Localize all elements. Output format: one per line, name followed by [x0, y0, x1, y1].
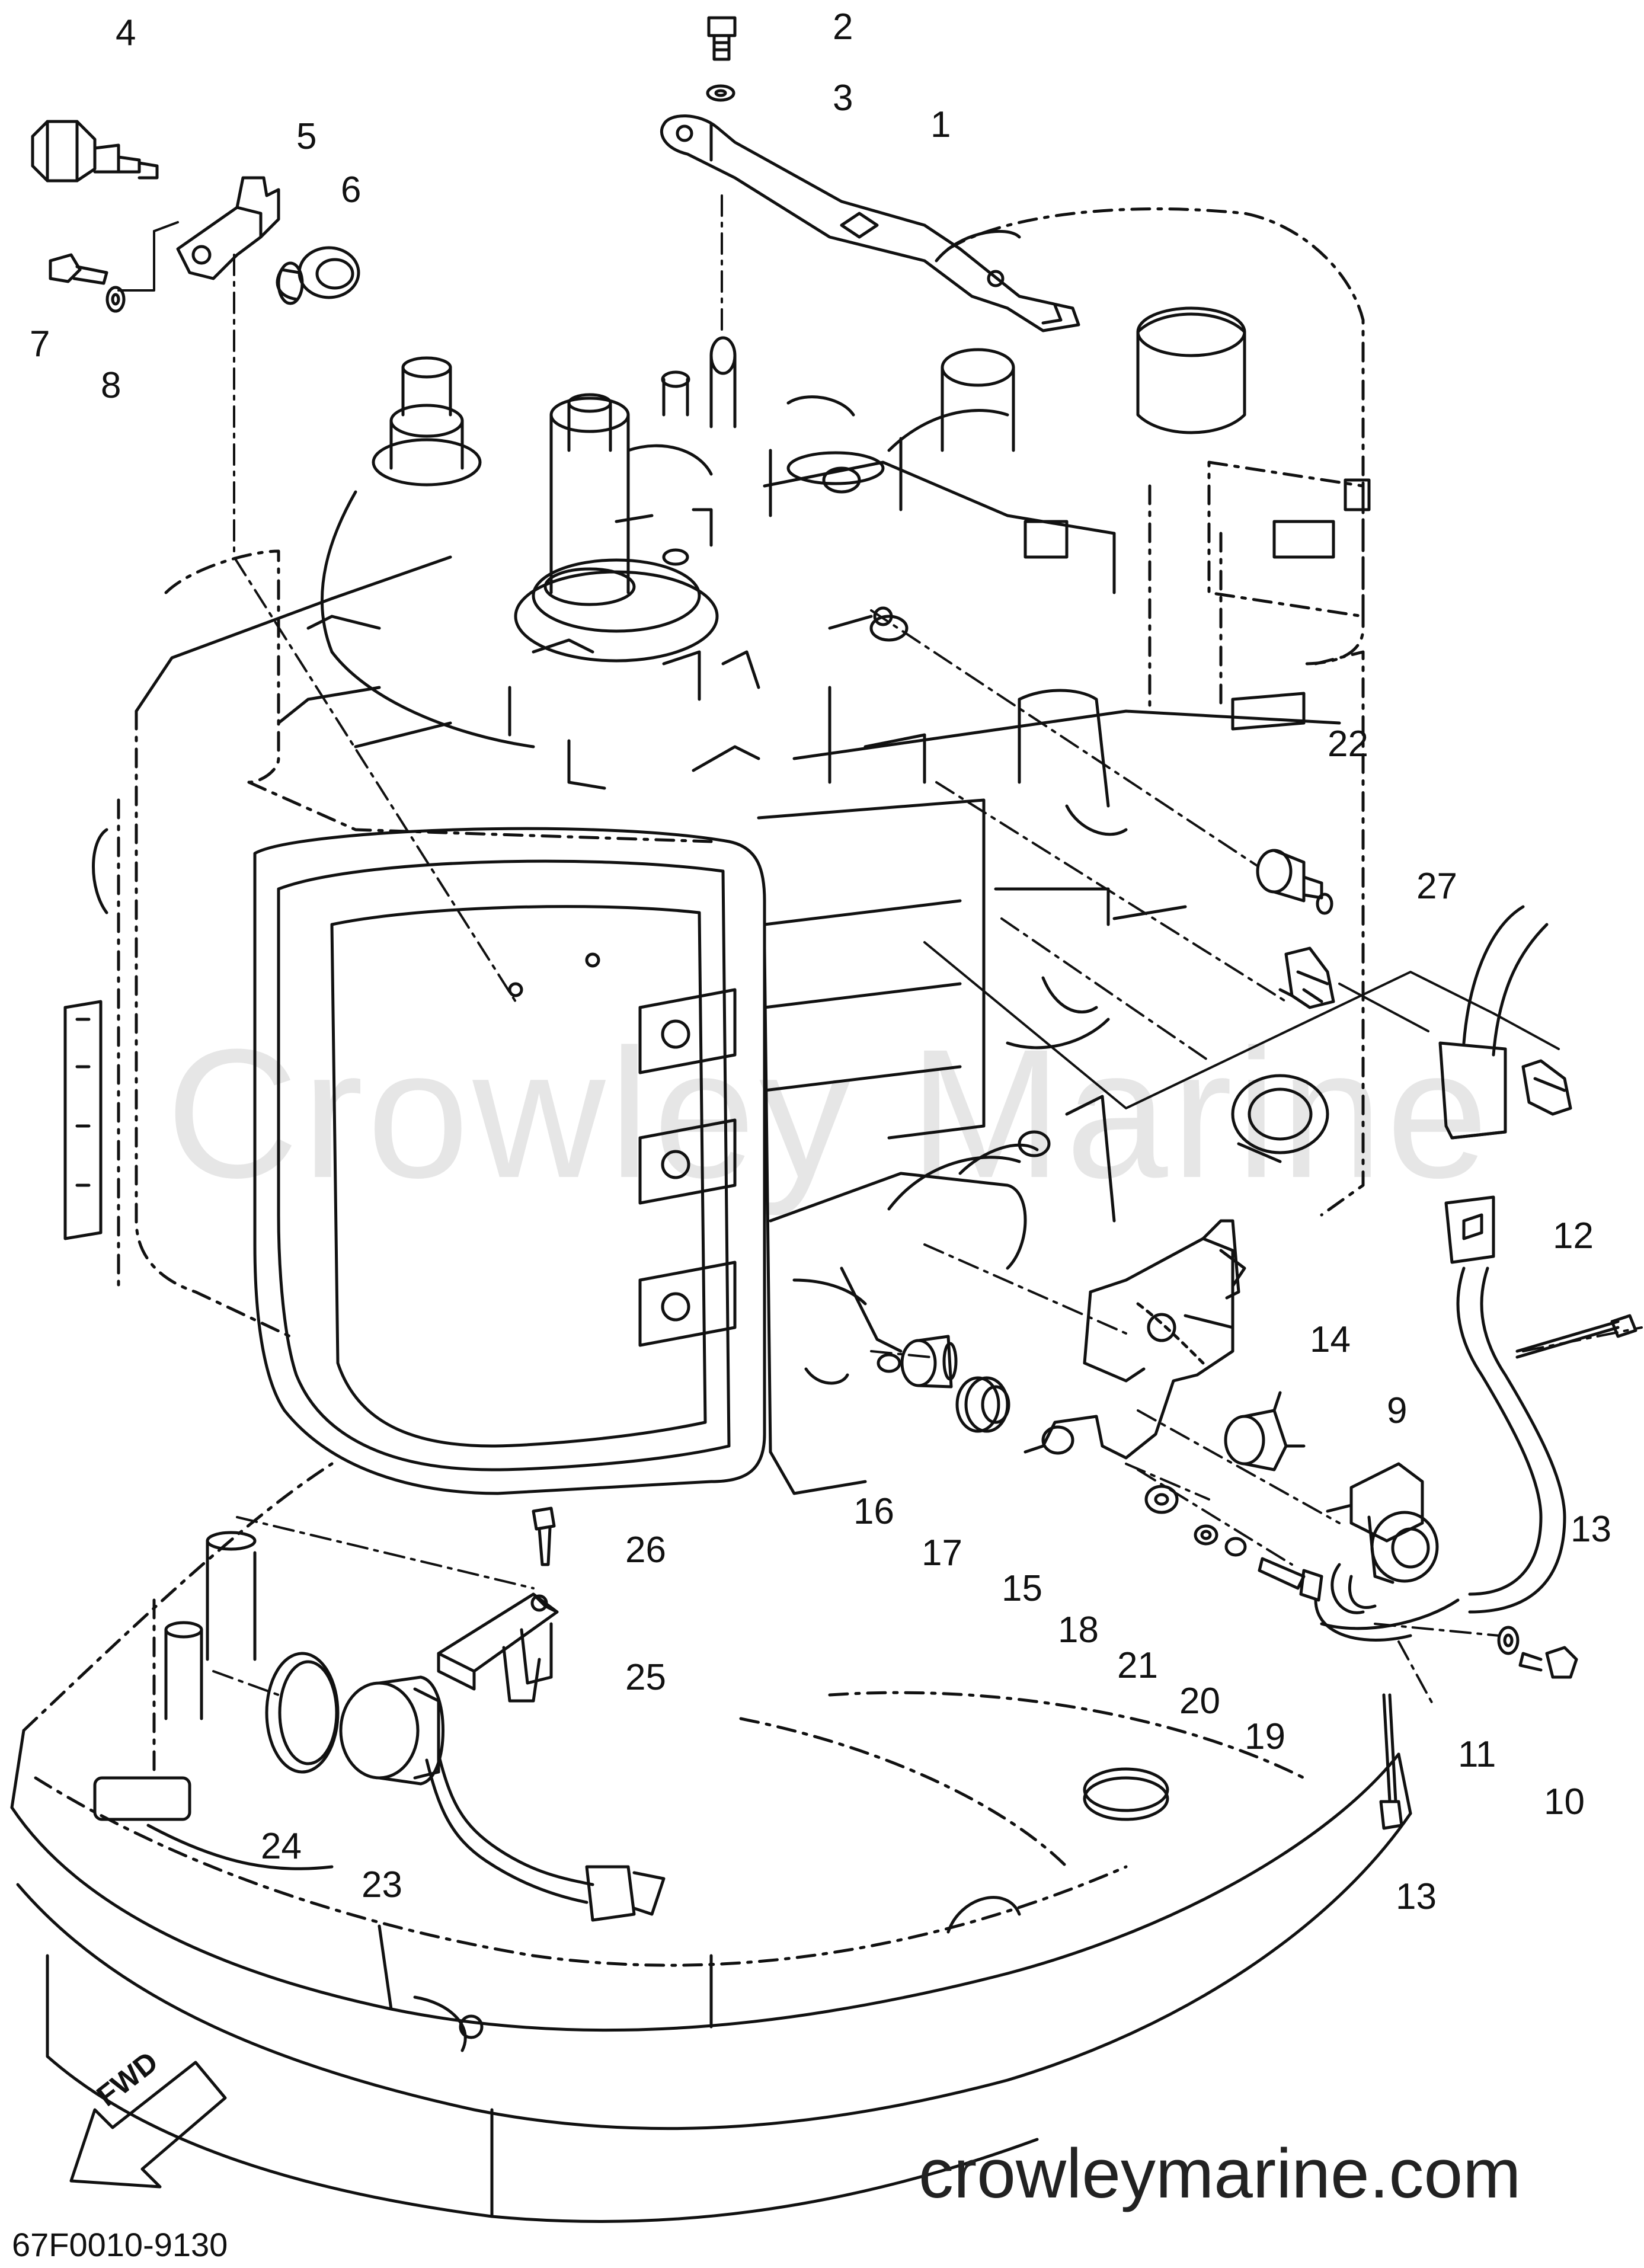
callout-25: 25: [625, 1657, 666, 1698]
part-26-bolt: [532, 1506, 556, 1566]
callout-16: 16: [853, 1491, 894, 1532]
assembly-lines: [212, 194, 1643, 1708]
callout-3: 3: [833, 78, 853, 119]
callout-15: 15: [1002, 1568, 1042, 1609]
callout-11: 11: [1458, 1734, 1496, 1775]
callout-9: 9: [1387, 1390, 1408, 1431]
callout-22: 22: [1328, 724, 1368, 764]
callout-24: 24: [261, 1826, 302, 1867]
part-13-cable-tie-lower: [1379, 1693, 1403, 1830]
part-10-bolt: [1518, 1646, 1578, 1679]
part-18-washer: [1144, 1485, 1179, 1514]
fwd-arrow-icon: [69, 2061, 227, 2189]
part-3-washer: [706, 84, 735, 102]
part-5-clamp: [176, 176, 280, 280]
callout-4: 4: [116, 12, 136, 53]
callout-18: 18: [1058, 1610, 1099, 1650]
part-14-clip: [1224, 1391, 1306, 1472]
part-19-bolt: [1258, 1557, 1323, 1602]
callout-8: 8: [101, 365, 121, 406]
callout-21: 21: [1117, 1645, 1158, 1686]
part-2-bolt: [707, 16, 737, 61]
part-15-bracket: [1023, 1219, 1246, 1460]
part-23-switch: [339, 1675, 666, 1922]
engine-power-head: [63, 207, 1371, 1495]
wiring-harness: [1438, 905, 1566, 1614]
part-9-sensor: [1314, 1462, 1460, 1642]
bracket-leaders: [117, 221, 1560, 1109]
drawing-code: 67F0010-9130: [12, 2226, 228, 2263]
callout-13-upper: 13: [1571, 1509, 1611, 1550]
callout-13-lower: 13: [1396, 1876, 1437, 1917]
callout-5: 5: [296, 116, 317, 157]
part-8-washer: [105, 286, 126, 313]
callout-19: 19: [1245, 1716, 1285, 1757]
part-16-collar: [900, 1335, 958, 1389]
part-12-clip: [1521, 1059, 1572, 1116]
part-27-clip: [1278, 946, 1335, 1009]
part-24-o-ring: [265, 1652, 340, 1774]
part-20-washer: [1224, 1537, 1247, 1557]
part-22-sensor: [1256, 849, 1333, 915]
callout-7: 7: [30, 324, 50, 364]
callout-27: 27: [1416, 866, 1457, 907]
part-13-cable-tie-upper: [1515, 1314, 1637, 1359]
callout-10: 10: [1544, 1781, 1585, 1822]
callout-26: 26: [625, 1530, 666, 1570]
callout-12: 12: [1553, 1215, 1594, 1256]
part-6-grommet: [276, 246, 360, 305]
part-25-clamp: [437, 1592, 559, 1703]
bottom-cowling: [10, 1462, 1412, 2224]
part-1-bracket-plate: [660, 114, 1080, 332]
callout-6: 6: [341, 169, 362, 210]
part-11-washer: [1497, 1626, 1520, 1655]
part-4-sensor: [31, 120, 159, 183]
callout-23: 23: [362, 1864, 402, 1905]
site-url: crowleymarine.com: [919, 2135, 1521, 2213]
callout-20: 20: [1179, 1681, 1220, 1722]
part-21-washer: [1194, 1524, 1218, 1546]
callout-14: 14: [1310, 1319, 1351, 1360]
watermark-text: Crowley Marine: [166, 1010, 1492, 1216]
part-7-bolt: [49, 253, 108, 285]
callout-17: 17: [922, 1533, 962, 1573]
callout-1: 1: [930, 104, 951, 145]
callout-2: 2: [833, 7, 853, 47]
part-17-grommet: [955, 1376, 1010, 1433]
